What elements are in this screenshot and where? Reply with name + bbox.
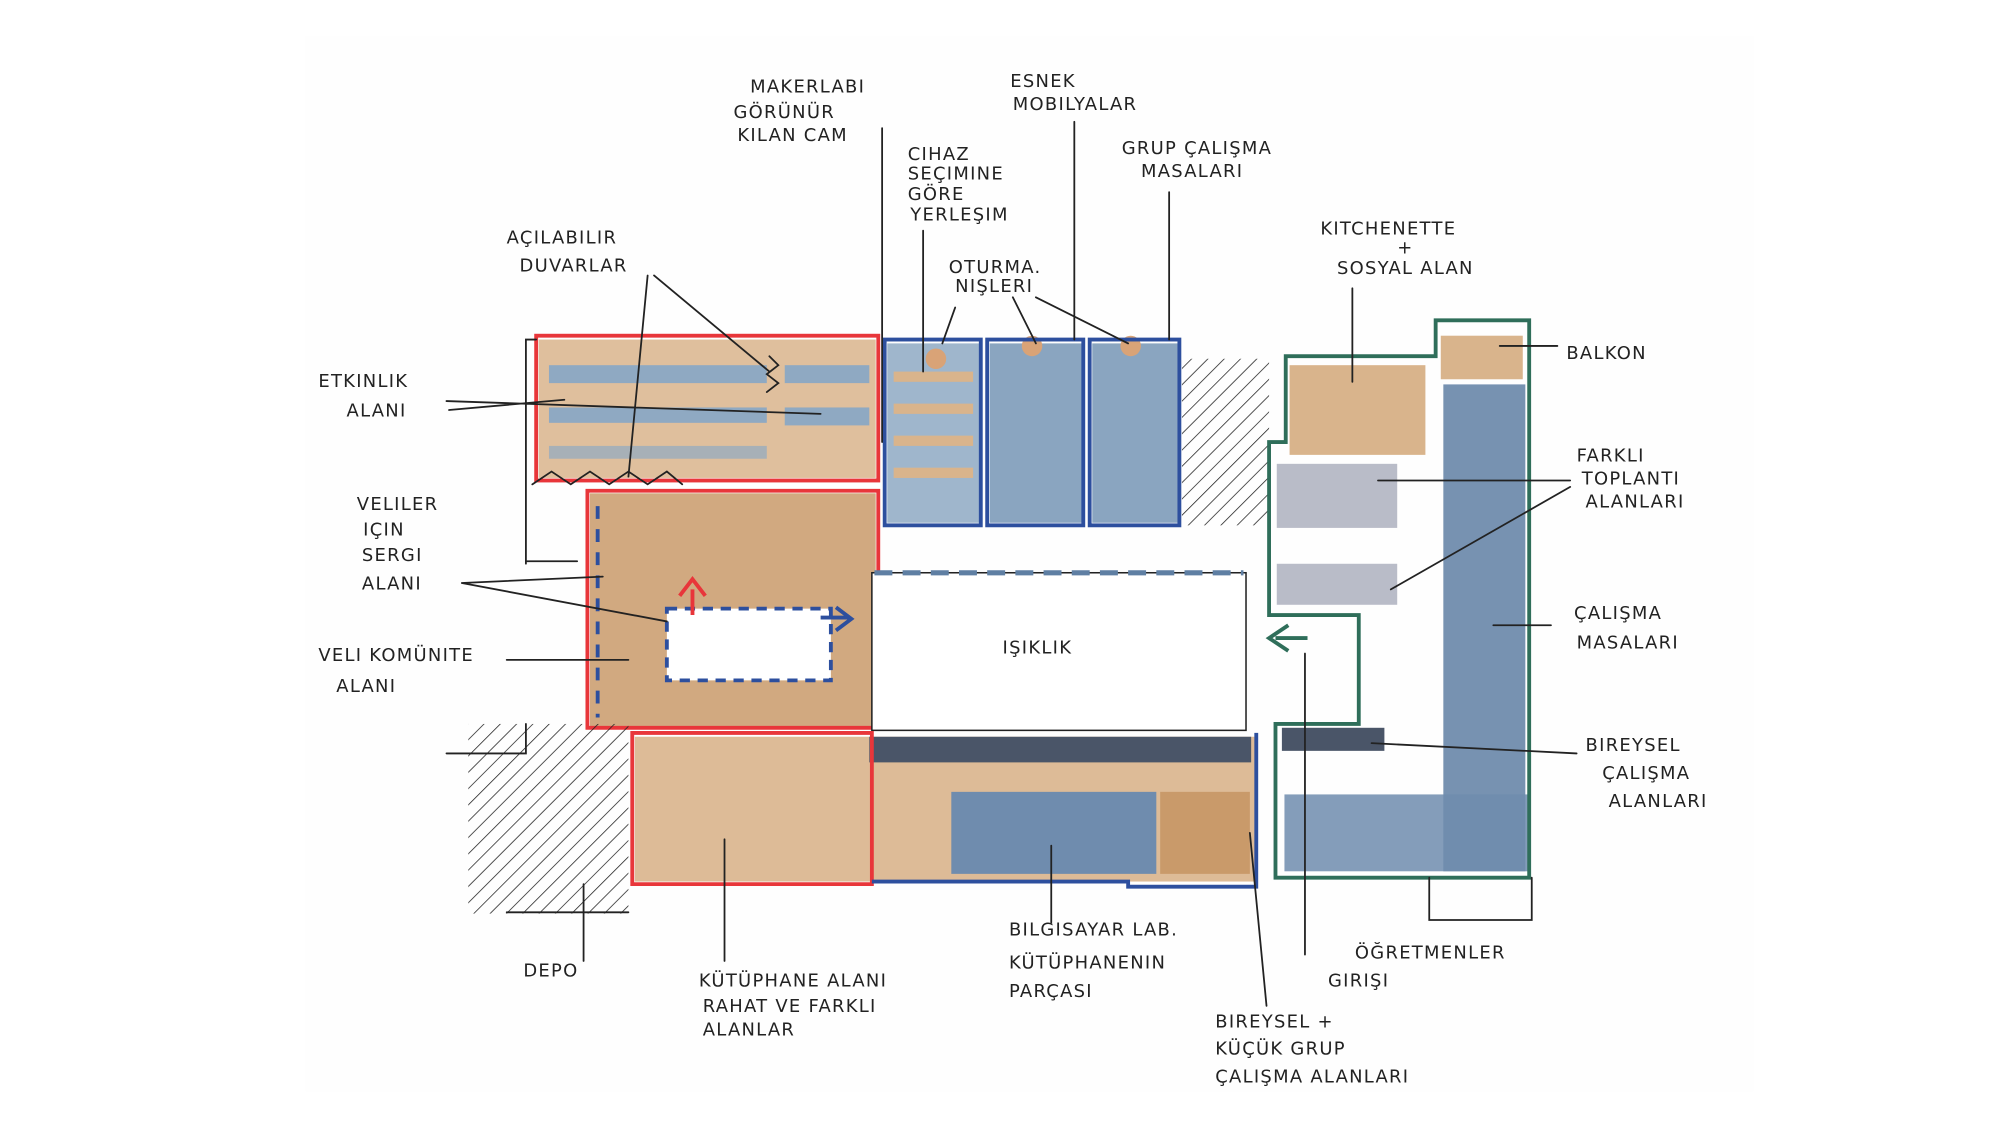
label-bireysel-line-1: ÇALIŞMA xyxy=(1602,763,1690,784)
label-bireysel-line-0: BIREYSEL xyxy=(1586,735,1681,756)
label-etkinlik-line-1: ALANI xyxy=(347,400,407,421)
label-grup-line-1: MASALARI xyxy=(1141,161,1243,182)
label-kitchen-line-1: + xyxy=(1397,238,1413,259)
label-calisma-line-0: ÇALIŞMA xyxy=(1574,603,1662,624)
makerlab-rooms xyxy=(882,335,1270,528)
sergi-area xyxy=(585,488,881,730)
label-oturma-line-0: OTURMA. xyxy=(949,257,1042,278)
label-balkon-line-0: BALKON xyxy=(1566,343,1647,364)
label-isiklik-line-0: IŞIKLIK xyxy=(1003,637,1073,658)
label-ogretmen-line-1: GIRIŞI xyxy=(1328,971,1389,992)
isiklik-courtyard xyxy=(871,570,1308,732)
label-veli-line-1: ALANI xyxy=(336,676,396,697)
label-kitchen-line-2: SOSYAL ALAN xyxy=(1337,258,1474,279)
label-cihaz-line-0: CIHAZ xyxy=(908,144,970,165)
arrow-right-icon xyxy=(820,605,855,632)
label-bireysel-line-2: ALANLARI xyxy=(1609,791,1708,812)
label-kutuphane-line-2: ALANLAR xyxy=(703,1019,795,1040)
leader-lines xyxy=(445,120,1578,1007)
label-sergi-line-3: ALANI xyxy=(362,573,422,594)
label-depo-line-0: DEPO xyxy=(523,960,578,981)
label-oturma-line-1: NIŞLERI xyxy=(955,276,1033,297)
label-sergi-line-1: IÇIN xyxy=(363,520,405,541)
label-sergi-line-2: SERGI xyxy=(362,545,423,566)
label-acilabilir-line-0: AÇILABILIR xyxy=(507,227,618,248)
label-ogretmen-line-0: ÖĞRETMENLER xyxy=(1355,941,1506,963)
arrow-up-icon xyxy=(678,576,707,616)
label-grup-line-0: GRUP ÇALIŞMA xyxy=(1122,138,1272,159)
library-area xyxy=(468,723,1259,914)
label-esnek-line-1: MOBILYALAR xyxy=(1013,94,1137,115)
label-kucukgrup-line-1: KÜÇÜK GRUP xyxy=(1215,1038,1346,1060)
label-bilgisayar-line-1: KÜTÜPHANENIN xyxy=(1009,952,1166,974)
label-toplanti-line-0: FARKLI xyxy=(1577,445,1645,466)
label-kucukgrup-line-2: ÇALIŞMA ALANLARI xyxy=(1215,1067,1409,1088)
label-kutuphane-line-1: RAHAT VE FARKLI xyxy=(703,996,877,1017)
label-toplanti-line-1: TOPLANTI xyxy=(1581,468,1680,489)
label-kitchen-line-0: KITCHENETTE xyxy=(1320,218,1456,239)
label-toplanti-line-2: ALANLARI xyxy=(1586,491,1685,512)
hatched-core xyxy=(1181,358,1270,526)
right-wing xyxy=(1267,318,1532,880)
label-veli-line-0: VELI KOMÜNITE xyxy=(318,644,474,666)
depo-hatch xyxy=(468,723,629,914)
label-makerlab-line-0: MAKERLABI xyxy=(750,76,865,97)
label-cihaz-line-1: SEÇIMINE xyxy=(908,163,1004,184)
label-makerlab-line-1: GÖRÜNÜR xyxy=(733,101,835,123)
label-bilgisayar-line-2: PARÇASI xyxy=(1009,981,1093,1002)
etkinlik-area xyxy=(531,333,881,486)
arrow-left-icon xyxy=(1265,623,1308,653)
label-acilabilir-line-1: DUVARLAR xyxy=(520,256,628,277)
label-kucukgrup-line-0: BIREYSEL + xyxy=(1215,1012,1334,1033)
label-bilgisayar-line-0: BILGISAYAR LAB. xyxy=(1009,919,1178,940)
label-cihaz-line-2: GÖRE xyxy=(908,183,965,205)
label-sergi-line-0: VELILER xyxy=(357,494,439,515)
label-kutuphane-line-0: KÜTÜPHANE ALANI xyxy=(699,970,887,992)
label-etkinlik-line-0: ETKINLIK xyxy=(318,371,408,392)
label-esnek-line-0: ESNEK xyxy=(1010,71,1076,92)
label-calisma-line-1: MASALARI xyxy=(1577,632,1679,653)
label-cihaz-line-3: YERLEŞIM xyxy=(909,204,1008,225)
label-makerlab-line-2: KILAN CAM xyxy=(737,125,848,146)
